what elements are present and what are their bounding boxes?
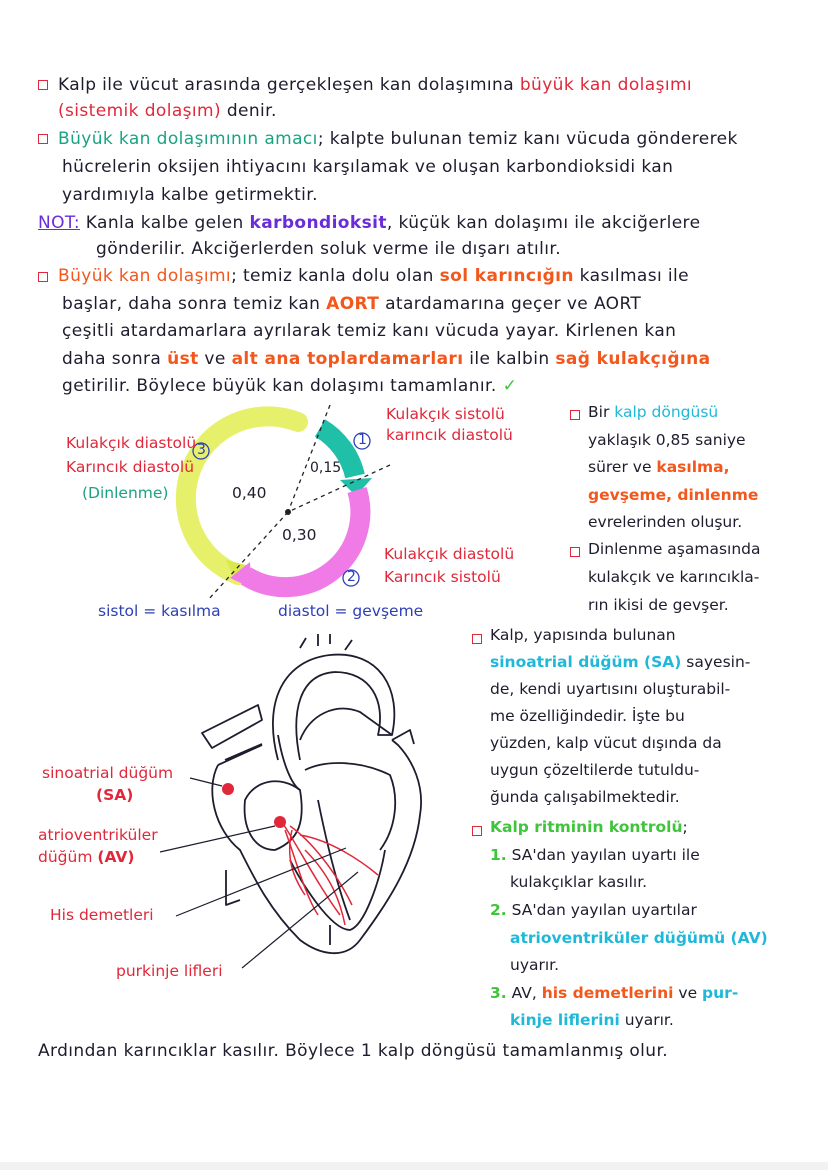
diastol-definition: diastol = gevşeme	[278, 602, 424, 620]
side-b2: kulakçık ve karıncıkla-	[588, 568, 760, 586]
side-a2: yaklaşık 0,85 saniye	[588, 431, 746, 449]
right-d2: 2. SA'dan yayılan uyartılar	[490, 901, 697, 919]
cycle-arrow-dinlenme	[226, 560, 250, 582]
bullet-box	[472, 826, 482, 836]
phase2-label-bottom: Karıncık sistolü	[384, 568, 501, 586]
right-c1: Kalp, yapısında bulunan	[490, 626, 676, 644]
side-b3: rın ikisi de gevşer.	[588, 596, 729, 614]
phase1-label-top: Kulakçık sistolü	[386, 405, 505, 423]
right-c2: sinoatrial düğüm (SA) sayesin-	[490, 653, 751, 671]
side-b1: Dinlenme aşamasında	[588, 540, 761, 558]
label-sa-node: sinoatrial düğüm	[42, 764, 174, 782]
cycle-center-dot	[285, 509, 291, 515]
label-his: His demetleri	[50, 906, 154, 924]
bullet-box	[38, 80, 48, 90]
phase1-label-bottom: karıncık diastolü	[386, 426, 513, 444]
label-av-line2: düğüm (AV)	[38, 848, 135, 866]
purkinje-pointer	[241, 871, 359, 969]
side-a1: Bir kalp döngüsü	[588, 403, 719, 421]
note-line2: gönderilir. Akciğerlerden soluk verme il…	[96, 239, 562, 259]
sa-pointer	[189, 777, 223, 787]
sistol-definition: sistol = kasılma	[98, 602, 221, 620]
right-c7: ğunda çalışabilmektedir.	[490, 788, 680, 806]
cycle-arrow-kulakcik	[340, 478, 372, 496]
bullet-box	[570, 547, 580, 557]
av-pointer	[159, 825, 276, 853]
right-d2c: uyarır.	[510, 956, 560, 974]
page-bottom-edge	[0, 1162, 828, 1170]
para1-line1: Kalp ile vücut arasında gerçekleşen kan …	[58, 75, 693, 95]
av-node-dot	[274, 816, 286, 828]
para3-line3: çeşitli atardamarlara ayrılarak temiz ka…	[62, 321, 677, 341]
bullet-box	[38, 272, 48, 282]
cycle-divider	[207, 511, 289, 601]
right-d2b: atrioventriküler düğümü (AV)	[510, 929, 768, 947]
cycle-divider	[287, 404, 331, 513]
final-sentence: Ardından karıncıklar kasılır. Böylece 1 …	[38, 1041, 669, 1061]
label-av-node: atrioventriküler	[38, 826, 158, 844]
phase2-label-top: Kulakçık diastolü	[384, 545, 515, 563]
bullet-box	[38, 134, 48, 144]
side-a3: sürer ve kasılma,	[588, 458, 730, 476]
para1-line2: (sistemik dolaşım) denir.	[58, 101, 277, 121]
duration-kulakcik: 0,15	[310, 460, 342, 476]
para2-line1: Büyük kan dolaşımının amacı; kalpte bulu…	[58, 129, 738, 149]
right-d3: 3. AV, his demetlerini ve pur-	[490, 984, 739, 1002]
right-d1: 1. SA'dan yayılan uyartı ile	[490, 846, 700, 864]
label-sa-abbr: (SA)	[96, 786, 134, 804]
phase-number-3: 3	[197, 442, 206, 458]
his-pointer	[175, 847, 347, 917]
para2-line2: hücrelerin oksijen ihtiyacını karşılamak…	[62, 157, 674, 177]
purkinje-fibers	[281, 821, 379, 926]
right-c6: uygun çözeltilerde tutuldu-	[490, 761, 700, 779]
para3-line2: başlar, daha sonra temiz kan AORT atarda…	[62, 294, 642, 314]
phase3-label-bottom: (Dinlenme)	[82, 484, 169, 502]
phase-number-1: 1	[358, 432, 367, 448]
check-icon: ✓	[502, 376, 518, 396]
highlight-buyuk-kan: büyük kan dolaşımı	[519, 75, 693, 95]
para3-line5: getirilir. Böylece büyük kan dolaşımı ta…	[62, 376, 518, 396]
para2-line3: yardımıyla kalbe getirmektir.	[62, 185, 318, 205]
heart-drawing	[201, 634, 422, 955]
label-purkinje: purkinje lifleri	[116, 962, 223, 980]
right-c5: yüzden, kalp vücut dışında da	[490, 734, 722, 752]
duration-karincik: 0,30	[282, 526, 317, 544]
duration-dinlenme: 0,40	[232, 484, 267, 502]
para3-line1: Büyük kan dolaşımı; temiz kanla dolu ola…	[58, 266, 690, 286]
right-c3: de, kendi uyartısını oluşturabil-	[490, 680, 731, 698]
right-d0: Kalp ritminin kontrolü;	[490, 818, 688, 836]
right-c4: me özelliğindedir. İşte bu	[490, 707, 685, 725]
right-d1b: kulakçıklar kasılır.	[510, 873, 648, 891]
side-a5: evrelerinden oluşur.	[588, 513, 743, 531]
phase-number-2: 2	[347, 569, 356, 585]
side-a4: gevşeme, dinlenme	[588, 486, 759, 504]
bullet-box	[472, 634, 482, 644]
sa-node-dot	[222, 783, 234, 795]
phase3-label-mid: Karıncık diastolü	[66, 458, 195, 476]
note-line1: NOT: Kanla kalbe gelen karbondioksit, kü…	[38, 213, 701, 233]
phase3-label-top: Kulakçık diastolü	[66, 434, 197, 452]
note-label: NOT:	[38, 213, 80, 233]
bullet-box	[570, 410, 580, 420]
cycle-arrow-karincik	[230, 562, 252, 588]
right-d3b: kinje liflerini uyarır.	[510, 1011, 674, 1029]
para3-line4: daha sonra üst ve alt ana toplardamarlar…	[62, 349, 711, 369]
